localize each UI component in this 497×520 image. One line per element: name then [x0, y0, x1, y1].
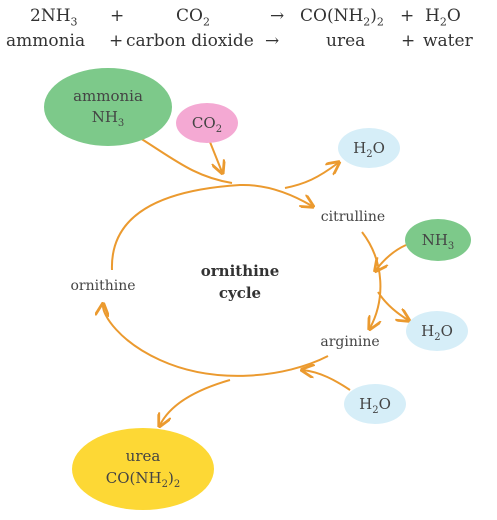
- water-bottom-bubble: H2O: [344, 384, 406, 424]
- cycle-title-line2: cycle: [219, 284, 261, 302]
- word-urea: urea: [326, 31, 366, 51]
- eq-co2: CO2: [176, 6, 210, 29]
- arc-arginine-to-ornithine: [103, 305, 329, 377]
- co2-bubble: CO2: [176, 103, 238, 143]
- arc-citrulline-to-arginine: [361, 231, 380, 328]
- arrow-water-top-out: [284, 163, 338, 189]
- water-top-bubble-formula: H2O: [353, 139, 385, 160]
- water-bottom-bubble-formula: H2O: [359, 395, 391, 416]
- nh3-bubble-shape: [405, 219, 471, 261]
- nh3-bubble-formula: NH3: [422, 231, 455, 252]
- word-plus-2: +: [401, 31, 416, 51]
- arc-ornithine-to-citrulline: [110, 183, 312, 271]
- water-mid-bubble: H2O: [406, 311, 468, 351]
- ammonia-bubble-shape: [44, 68, 172, 146]
- ammonia-bubble-label: ammonia: [73, 87, 143, 105]
- eq-arrow: →: [270, 6, 285, 26]
- eq-plus-1: +: [110, 6, 125, 26]
- stage-ornithine: ornithine: [70, 278, 135, 294]
- cycle-title-line1: ornithine: [201, 262, 280, 280]
- water-top-bubble-shape: [338, 128, 400, 168]
- eq-urea: CO(NH2)2: [300, 6, 384, 29]
- eq-plus-2: +: [400, 6, 415, 26]
- water-mid-bubble-formula: H2O: [421, 322, 453, 343]
- word-water: water: [423, 31, 473, 51]
- cycle-arrows: [103, 137, 408, 425]
- stage-arginine: arginine: [320, 334, 379, 350]
- stage-citrulline: citrulline: [321, 209, 385, 225]
- word-carbon-dioxide: carbon dioxide: [126, 31, 254, 51]
- water-bottom-bubble-shape: [344, 384, 406, 424]
- arrow-nh3-in: [376, 244, 407, 270]
- ammonia-bubble-formula: NH3: [92, 108, 125, 129]
- urea-bubble-formula: CO(NH2)2: [106, 469, 180, 490]
- urea-bubble-shape: [72, 428, 214, 510]
- co2-bubble-formula: CO2: [192, 114, 222, 135]
- arrow-urea-out: [160, 379, 231, 425]
- ammonia-bubble: ammonia NH3: [44, 68, 172, 146]
- urea-bubble: urea CO(NH2)2: [72, 428, 214, 510]
- water-mid-bubble-shape: [406, 311, 468, 351]
- word-arrow: →: [265, 31, 280, 51]
- word-ammonia: ammonia: [6, 31, 86, 51]
- arrow-ammonia-in: [139, 137, 233, 184]
- urea-bubble-label: urea: [126, 447, 161, 465]
- nh3-bubble: NH3: [405, 219, 471, 261]
- water-top-bubble: H2O: [338, 128, 400, 168]
- arrow-water-bottom-in: [303, 370, 351, 391]
- arrow-co2-in: [209, 141, 222, 172]
- eq-nh3: 2NH3: [30, 6, 78, 29]
- arrow-water-mid-out: [377, 291, 408, 320]
- word-plus-1: +: [109, 31, 124, 51]
- eq-water: H2O: [425, 6, 461, 29]
- co2-bubble-shape: [176, 103, 238, 143]
